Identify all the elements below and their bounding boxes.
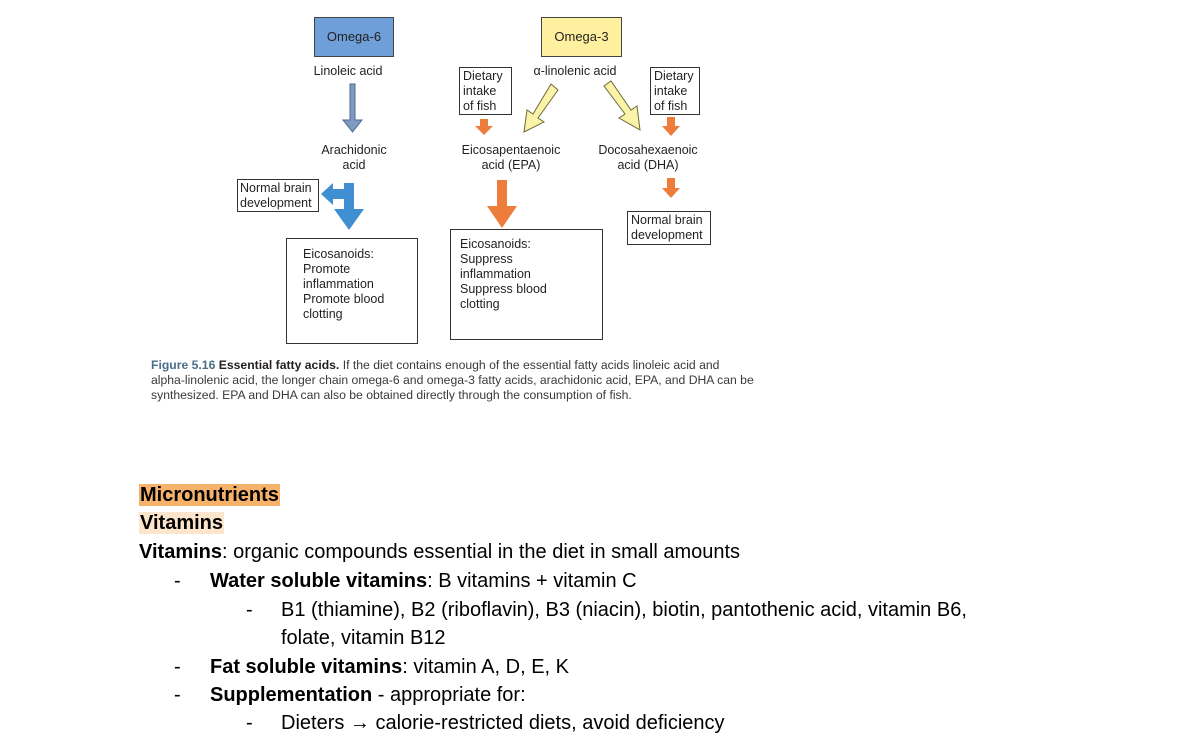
- water-soluble-item: Water soluble vitamins: B vitamins + vit…: [210, 570, 637, 592]
- b-vitamins-list-line2: folate, vitamin B12: [281, 627, 446, 649]
- bullet-dash: -: [246, 712, 253, 734]
- diagram-arrows: [321, 80, 680, 230]
- bullet-dash: -: [174, 656, 181, 678]
- omega6-header: Omega-6: [314, 17, 394, 57]
- supplementation-item: Supplementation - appropriate for:: [210, 684, 526, 706]
- vitamins-definition: Vitamins: organic compounds essential in…: [139, 541, 741, 563]
- caption-text-3: synthesized. EPA and DHA can also be obt…: [151, 388, 632, 402]
- bullet-dash: -: [174, 684, 181, 706]
- dieters-item: Dieters → calorie-restricted diets, avoi…: [281, 712, 725, 734]
- epa-to-eicosanoids-arrow: [487, 180, 517, 228]
- b-vitamins-list-line1: B1 (thiamine), B2 (riboflavin), B3 (niac…: [281, 599, 967, 621]
- omega3-header: Omega-3: [541, 17, 622, 57]
- figure-title: Essential fatty acids.: [218, 358, 340, 372]
- caption-text-1: If the diet contains enough of the essen…: [339, 358, 720, 372]
- linoleic-to-arachidonic-arrow: [341, 83, 364, 133]
- fatty-acids-diagram: Omega-6 Omega-3 Linoleic acid α-linoleni…: [151, 17, 801, 403]
- alpha-linolenic-label: α-linolenic acid: [533, 64, 617, 78]
- figure-number: Figure 5.16: [151, 358, 216, 372]
- bullet-dash: -: [246, 599, 253, 621]
- fish-to-dha-arrow: [662, 117, 680, 136]
- heading-micronutrients: Micronutrients: [139, 484, 280, 506]
- fish-to-epa-arrow: [475, 119, 493, 135]
- arachidonic-to-brain-arrow: [321, 183, 344, 205]
- bullet-dash: -: [174, 570, 181, 592]
- arachidonic-to-eicosanoids-arrow: [334, 183, 364, 230]
- linoleic-acid-label: Linoleic acid: [313, 64, 383, 78]
- figure-caption: Figure 5.16 Essential fatty acids. If th…: [151, 358, 801, 403]
- heading-vitamins: Vitamins: [139, 512, 224, 534]
- caption-text-2: alpha-linolenic acid, the longer chain o…: [151, 373, 754, 387]
- alpha-linolenic-to-epa-arrow: [523, 83, 559, 133]
- dha-to-brain-arrow: [662, 178, 680, 198]
- fat-soluble-item: Fat soluble vitamins: vitamin A, D, E, K: [210, 656, 569, 678]
- alpha-linolenic-to-dha-arrow: [603, 80, 641, 131]
